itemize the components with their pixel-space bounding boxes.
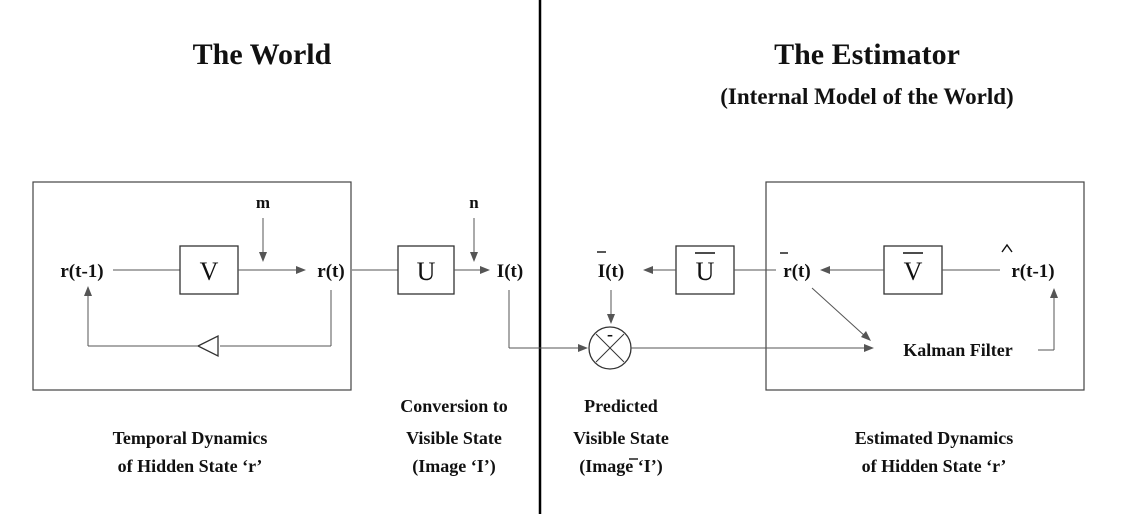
estimator-subtitle: (Internal Model of the World) bbox=[720, 84, 1013, 109]
arrowhead-kalman bbox=[864, 344, 874, 352]
estimator-title: The Estimator bbox=[774, 38, 960, 71]
arrowhead-rbar bbox=[820, 266, 830, 274]
caption-predicted-line2: Visible State bbox=[573, 428, 669, 448]
r-bar-label: r(t) bbox=[783, 261, 810, 282]
arrowhead-ibar bbox=[643, 266, 653, 274]
r-t-label: r(t) bbox=[317, 261, 344, 282]
r-hat-caret bbox=[1001, 243, 1013, 253]
arrowhead-kalman-from-rbar bbox=[861, 331, 871, 341]
v-label: V bbox=[200, 257, 219, 286]
r-prev-label: r(t-1) bbox=[60, 261, 103, 282]
r-hat-label: r(t-1) bbox=[1011, 261, 1054, 282]
arrowhead-rhat bbox=[1050, 288, 1058, 298]
world-title: The World bbox=[193, 38, 332, 71]
caption-dynamics-line1: Temporal Dynamics bbox=[113, 428, 268, 448]
arrowhead-comparator-top bbox=[607, 314, 615, 324]
edge-rbar-kalman bbox=[811, 287, 867, 338]
m-label: m bbox=[256, 193, 270, 212]
u-label: U bbox=[417, 257, 436, 286]
arrowhead-feedback bbox=[84, 286, 92, 296]
comparator-cross-b bbox=[595, 333, 625, 363]
u-bar-label: U bbox=[696, 257, 715, 286]
caption-dynamics-line2: of Hidden State ‘r’ bbox=[118, 456, 263, 476]
n-label: n bbox=[469, 193, 479, 212]
caption-predicted-line1: Predicted bbox=[584, 396, 658, 416]
i-bar-label: I(t) bbox=[598, 261, 624, 282]
caption-conversion-line3: (Image ‘I’) bbox=[412, 456, 495, 477]
arrowhead-rt bbox=[296, 266, 306, 274]
estimator-dynamics-frame bbox=[765, 181, 1085, 391]
i-t-label: I(t) bbox=[497, 261, 523, 282]
arrowhead-n bbox=[470, 252, 478, 262]
arrowhead-comparator bbox=[578, 344, 588, 352]
caption-estimated-line2: of Hidden State ‘r’ bbox=[862, 456, 1007, 476]
u-block bbox=[397, 245, 455, 295]
caption-estimated-line1: Estimated Dynamics bbox=[855, 428, 1014, 448]
kalman-filter-label: Kalman Filter bbox=[903, 340, 1012, 360]
v-bar-block bbox=[883, 245, 943, 295]
v-bar-label: V bbox=[904, 257, 923, 286]
delay-triangle bbox=[196, 334, 219, 358]
world-dynamics-frame bbox=[32, 181, 352, 391]
arrowhead-m bbox=[259, 252, 267, 262]
arrowhead-it bbox=[480, 266, 490, 274]
caption-conversion-line1: Conversion to bbox=[400, 396, 508, 416]
v-block bbox=[179, 245, 239, 295]
comparator-minus: - bbox=[607, 324, 613, 344]
caption-predicted-line3: (Image ‘I’) bbox=[579, 456, 662, 477]
caption-conversion-line2: Visible State bbox=[406, 428, 502, 448]
